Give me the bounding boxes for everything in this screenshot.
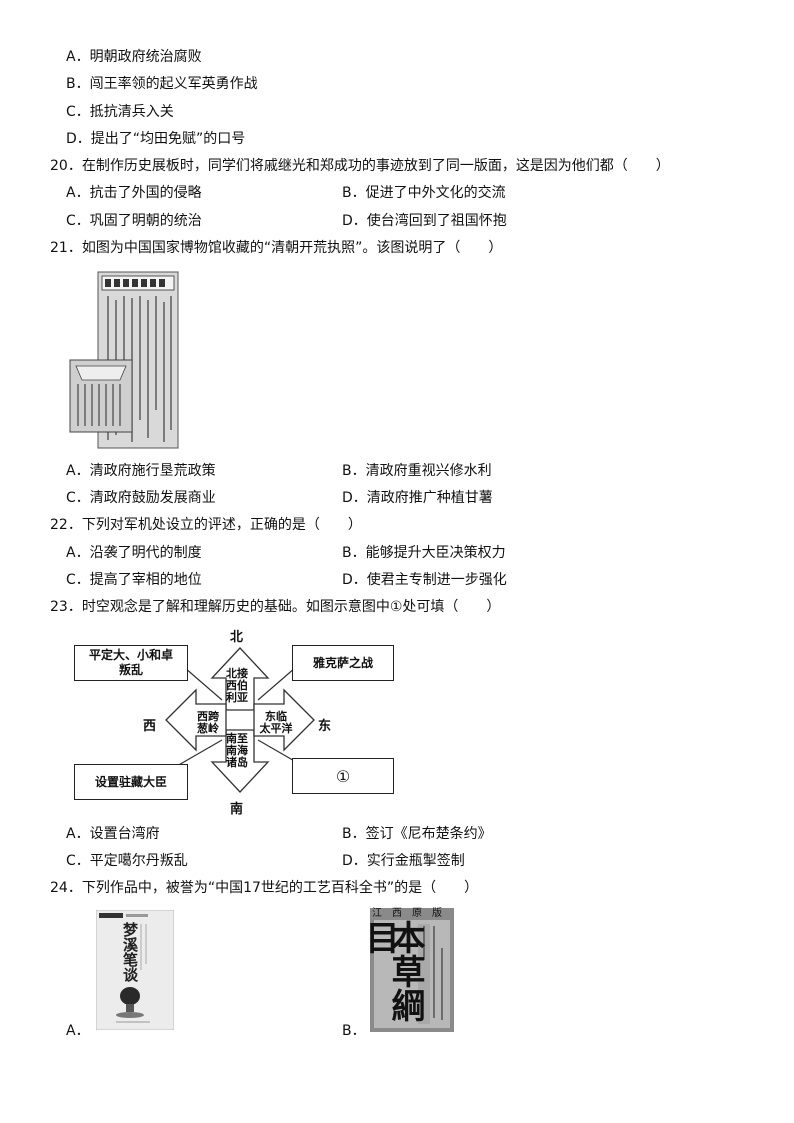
- q22-option-a: A．沿袭了明代的制度: [66, 545, 202, 561]
- q21-option-b: B．清政府重视兴修水利: [342, 463, 492, 479]
- box-northwest: 平定大、小和卓 叛乱: [74, 645, 188, 681]
- direction-west: 西: [143, 719, 157, 734]
- box-southeast-blank: ①: [292, 758, 394, 794]
- q22-option-c: C．提高了宰相的地位: [66, 572, 202, 588]
- q21-stem: 21．如图为中国国家博物馆收藏的“清朝开荒执照”。该图说明了（ ）: [50, 240, 503, 256]
- arrow-west-label: 西跨 葱岭: [197, 710, 219, 735]
- q23-option-b: B．签订《尼布楚条约》: [342, 826, 492, 842]
- q23-option-d: D．实行金瓶掣签制: [342, 853, 465, 869]
- q23-stem: 23．时空观念是了解和理解历史的基础。如图示意图中①处可填（ ）: [50, 599, 501, 615]
- q23-option-a: A．设置台湾府: [66, 826, 160, 842]
- compass-arrows: [165, 647, 315, 793]
- q20-option-a: A．抗击了外国的侵略: [66, 185, 202, 201]
- book-bencao-gangmu-image: 江西原版 本草綱目: [359, 908, 454, 1032]
- q22-option-b: B．能够提升大臣决策权力: [342, 545, 506, 561]
- book-mengxi-bitan-image: 梦溪笔谈: [95, 909, 175, 1031]
- box-southwest: 设置驻藏大臣: [74, 764, 188, 800]
- q22-stem: 22．下列对军机处设立的评述，正确的是（ ）: [50, 517, 362, 533]
- q20-stem: 20．在制作历史展板时，同学们将戚继光和郑成功的事迹放到了同一版面，这是因为他们…: [50, 158, 670, 174]
- q20-option-c: C．巩固了明朝的统治: [66, 213, 202, 229]
- q21-option-c: C．清政府鼓励发展商业: [66, 490, 216, 506]
- q21-option-d: D．清政府推广种植甘薯: [342, 490, 493, 506]
- land-reclamation-license-image: [68, 270, 180, 450]
- book-b-title: 本草綱目: [359, 920, 425, 1022]
- arrow-south-label: 南至 南海 诸岛: [226, 732, 248, 769]
- arrow-east-label: 东临 太平洋: [259, 710, 293, 735]
- q20-option-b: B．促进了中外文化的交流: [342, 185, 506, 201]
- q24-stem: 24．下列作品中，被誉为“中国17世纪的工艺百科全书”的是（ ）: [50, 880, 479, 896]
- q24-option-a: A．: [66, 1023, 90, 1039]
- q19-option-b: B．闯王率领的起义军英勇作战: [66, 76, 258, 92]
- q21-option-a: A．清政府施行垦荒政策: [66, 463, 216, 479]
- q19-option-c: C．抵抗清兵入关: [66, 104, 174, 120]
- q23-option-c: C．平定噶尔丹叛乱: [66, 853, 188, 869]
- direction-east: 东: [318, 719, 332, 734]
- q22-option-d: D．使君主专制进一步强化: [342, 572, 507, 588]
- book-a-title: 梦溪笔谈: [121, 922, 139, 982]
- arrow-north-label: 北接 西伯 利亚: [226, 667, 248, 704]
- q20-option-d: D．使台湾回到了祖国怀抱: [342, 213, 507, 229]
- q24-option-b: B．: [342, 1023, 366, 1039]
- book-b-header: 江西原版: [372, 908, 452, 919]
- q19-option-a: A．明朝政府统治腐败: [66, 49, 202, 65]
- box-northeast: 雅克萨之战: [292, 645, 394, 681]
- direction-north: 北: [230, 630, 244, 645]
- q19-option-d: D．提出了“均田免赋”的口号: [66, 131, 246, 147]
- direction-south: 南: [230, 802, 244, 817]
